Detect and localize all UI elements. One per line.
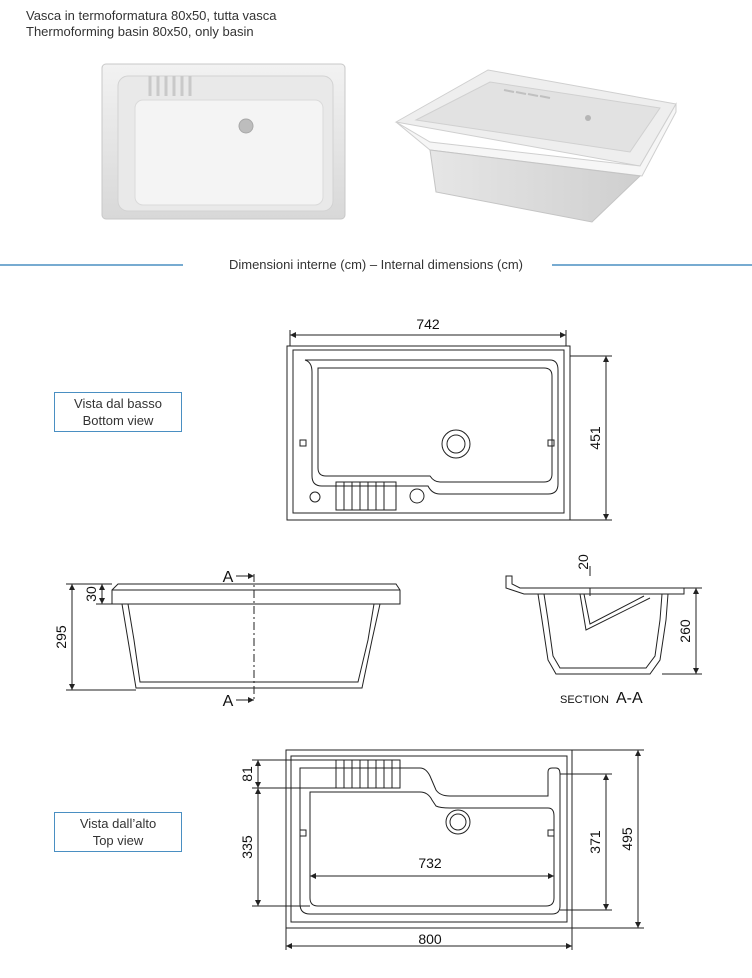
dim-top-outer-height: 495	[619, 827, 635, 851]
divider-label: Dimensioni interne (cm) – Internal dimen…	[0, 257, 752, 272]
side-view-drawing	[111, 574, 401, 700]
header-title-it: Vasca in termoformatura 80x50, tutta vas…	[26, 8, 277, 23]
bottom-view-drawing	[286, 345, 571, 521]
photo-basin-perspective	[394, 69, 677, 223]
dim-top-outer-width: 800	[418, 931, 442, 947]
dim-top-washboard: 81	[239, 766, 255, 782]
dim-bottom-width: 742	[416, 316, 440, 332]
bottom-view-label: Vista dal basso Bottom view	[54, 392, 182, 432]
photo-basin-top	[101, 63, 346, 220]
dim-section-depth: 260	[677, 619, 693, 643]
dim-section-rim: 20	[575, 554, 591, 570]
side-view-dims	[66, 573, 254, 703]
dim-bottom-height: 451	[587, 426, 603, 450]
dim-side-rim: 30	[83, 586, 99, 602]
dim-top-inner-depth: 335	[239, 835, 255, 859]
section-label-prefix: SECTION	[560, 694, 609, 706]
bottom-view-dims	[289, 330, 612, 521]
bottom-view-label-it: Vista dal basso	[74, 396, 162, 411]
section-view-dims	[589, 566, 702, 675]
section-label-id: A-A	[616, 690, 643, 707]
header-title-en: Thermoforming basin 80x50, only basin	[26, 24, 254, 39]
section-view-drawing	[505, 575, 685, 675]
top-view-label-en: Top view	[92, 833, 144, 848]
dim-top-inner-height: 371	[587, 830, 603, 854]
top-view-label-it: Vista dall’alto	[79, 816, 157, 831]
bottom-view-label-en: Bottom view	[82, 413, 154, 428]
dim-side-height: 295	[53, 625, 69, 649]
dim-top-inner-width: 732	[418, 855, 442, 871]
top-view-label: Vista dall’alto Top view	[54, 812, 182, 852]
section-marker-bottom: A	[223, 693, 234, 710]
top-view-dims	[252, 749, 644, 950]
section-marker-top: A	[223, 569, 234, 586]
top-view-drawing	[285, 749, 573, 929]
